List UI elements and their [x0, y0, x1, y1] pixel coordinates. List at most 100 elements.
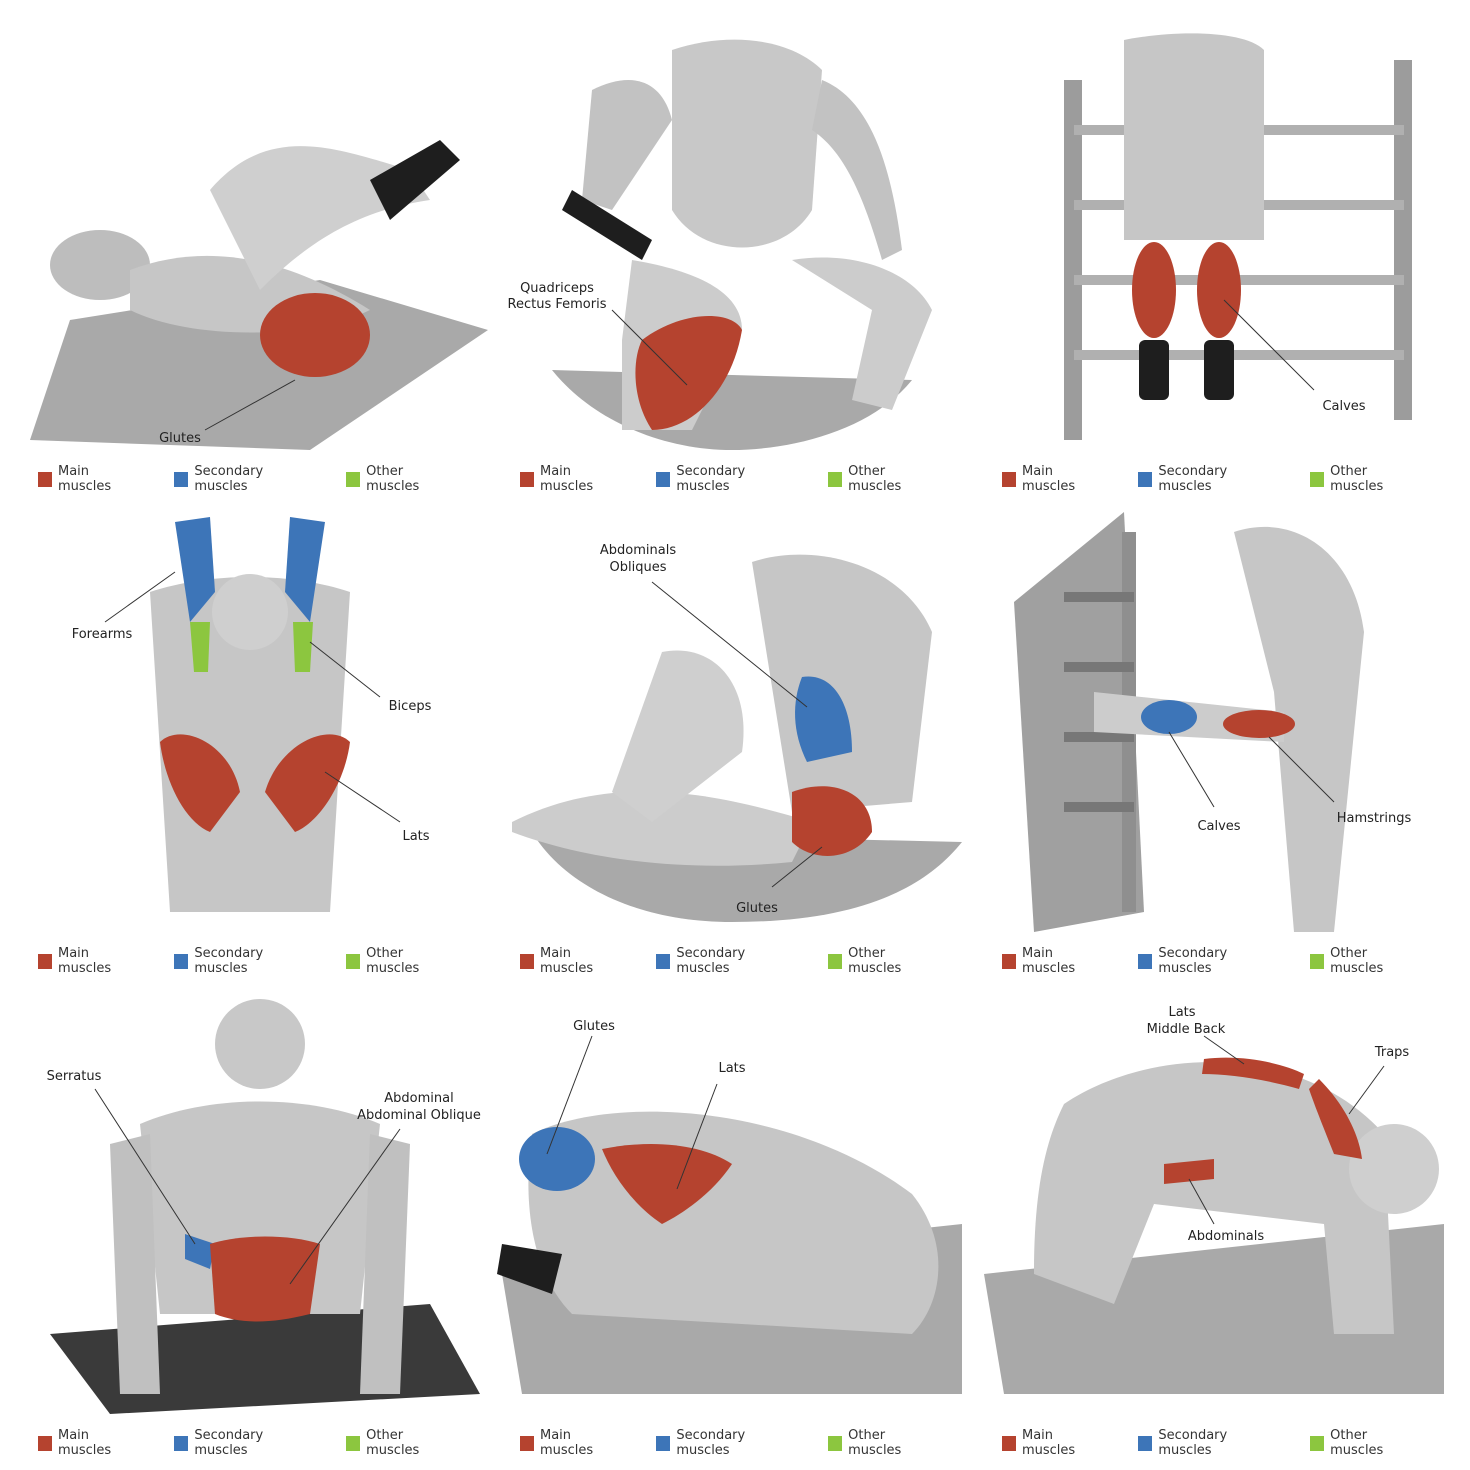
bent-leg-shape	[612, 650, 744, 822]
secondary-swatch	[174, 1435, 189, 1451]
legend-secondary: Secondary muscles	[1138, 1428, 1276, 1458]
lats-callout-line	[676, 1083, 718, 1190]
abdominal-muscle	[210, 1236, 320, 1322]
legend-other-label: Other muscles	[848, 464, 902, 494]
secondary-swatch	[174, 953, 189, 969]
calves-label: Calves	[1322, 399, 1365, 414]
right-calf-muscle	[1197, 242, 1241, 338]
legend-main-label: Main muscles	[57, 1428, 112, 1458]
legend-other: Other muscles	[828, 1428, 936, 1458]
right-shoe-shape	[1204, 340, 1234, 400]
legend-secondary: Secondary muscles	[1138, 464, 1276, 494]
legend-other-label: Other muscles	[848, 1428, 902, 1458]
legend: Main muscles Secondary muscles Other mus…	[1002, 464, 1452, 494]
head-shape	[215, 999, 305, 1089]
legend-secondary-label: Secondary muscles	[1158, 1428, 1228, 1458]
legend-main: Main muscles	[38, 464, 140, 494]
quadriceps-label: Quadriceps	[520, 281, 594, 296]
wall-bar-rung	[1074, 350, 1404, 360]
other-swatch	[1310, 953, 1325, 969]
legend-main-label: Main muscles	[539, 464, 594, 494]
panel-glutes-stretch: Glutes Main muscles Secondary muscles Ot…	[10, 10, 488, 494]
legend-other-label: Other muscles	[366, 946, 420, 976]
left-lats-muscle	[160, 734, 240, 832]
legend-secondary-label: Secondary muscles	[676, 464, 746, 494]
legend: Main muscles Secondary muscles Other mus…	[1002, 1428, 1452, 1458]
left-arm-shape	[110, 1134, 160, 1394]
legend: Main muscles Secondary muscles Other mus…	[520, 1428, 970, 1458]
hamstrings-muscle	[1223, 710, 1295, 738]
front-leg-shape	[792, 257, 932, 410]
calves-callout-line	[1223, 299, 1315, 391]
panel-calves-stretch: Calves Main muscles Secondary muscles Ot…	[974, 10, 1452, 494]
traps-callout-line	[1348, 1065, 1385, 1115]
legend-other-label: Other muscles	[1330, 464, 1384, 494]
extended-leg-shape	[512, 791, 812, 866]
main-swatch	[520, 471, 534, 487]
left-shoe-shape	[1139, 340, 1169, 400]
childs-pose-illustration: Glutes Lats	[497, 1019, 962, 1394]
legend-other: Other muscles	[346, 464, 454, 494]
glutes-label: Glutes	[159, 431, 201, 446]
secondary-swatch	[1138, 953, 1153, 969]
secondary-swatch	[174, 471, 189, 487]
legend-other: Other muscles	[828, 946, 936, 976]
hamstrings-stretch-illustration: Calves Hamstrings	[1014, 512, 1412, 932]
legend: Main muscles Secondary muscles Other mus…	[520, 464, 970, 494]
secondary-swatch	[656, 1435, 671, 1451]
legend-secondary: Secondary muscles	[656, 946, 794, 976]
left-calf-muscle	[1132, 242, 1176, 338]
legend-other: Other muscles	[346, 946, 454, 976]
serratus-callout-line	[94, 1088, 196, 1245]
cat-stretch-illustration: Lats Middle Back Traps Abdominals	[984, 1005, 1444, 1394]
other-swatch	[1310, 471, 1325, 487]
middle-back-label: Middle Back	[1147, 1022, 1226, 1037]
legend-other: Other muscles	[1310, 946, 1418, 976]
main-swatch	[38, 1435, 52, 1451]
obliques-muscle	[795, 676, 852, 762]
legend-other-label: Other muscles	[848, 946, 902, 976]
main-swatch	[520, 953, 534, 969]
other-swatch	[828, 471, 843, 487]
serratus-label: Serratus	[47, 1069, 102, 1084]
shoe-shape	[497, 1244, 562, 1294]
torso-shape	[752, 554, 932, 812]
main-swatch	[38, 953, 52, 969]
shoe-shape	[562, 190, 652, 260]
right-lats-muscle	[265, 734, 350, 832]
cobra-stretch-illustration: Serratus Abdominal Abdominal Oblique	[47, 999, 481, 1414]
left-biceps-muscle	[190, 622, 210, 672]
legend-secondary-label: Secondary muscles	[1158, 464, 1228, 494]
wall-bar-rung	[1064, 802, 1134, 812]
lats-label: Lats	[402, 829, 429, 844]
legend-secondary-label: Secondary muscles	[676, 946, 746, 976]
legend-main: Main muscles	[1002, 1428, 1104, 1458]
panel-cobra-stretch: Serratus Abdominal Abdominal Oblique Mai…	[10, 974, 488, 1458]
torso-shape	[672, 39, 822, 248]
legend-main: Main muscles	[520, 1428, 622, 1458]
abdominal-callout-line	[289, 1128, 401, 1285]
legs-shape	[1124, 33, 1264, 240]
calves-callout-line	[1168, 731, 1215, 808]
hamstrings-label: Hamstrings	[1337, 811, 1412, 826]
main-swatch	[38, 471, 52, 487]
shoe-shape	[370, 140, 460, 220]
glutes-callout-line	[546, 1035, 593, 1155]
legend: Main muscles Secondary muscles Other mus…	[1002, 946, 1452, 976]
wall-bar-rung	[1064, 592, 1134, 602]
legend-main-label: Main muscles	[539, 946, 594, 976]
legend: Main muscles Secondary muscles Other mus…	[38, 1428, 488, 1458]
glutes-label: Glutes	[573, 1019, 615, 1034]
panel-seated-twist-stretch: Abdominals Obliques Glutes Main muscles …	[492, 492, 970, 976]
standing-body-shape	[1234, 526, 1364, 932]
left-arm-shape	[582, 80, 672, 210]
legend-main-label: Main muscles	[539, 1428, 594, 1458]
obliques-label: Obliques	[610, 560, 667, 575]
legend-other-label: Other muscles	[1330, 946, 1384, 976]
legend-main: Main muscles	[1002, 946, 1104, 976]
legend-other-label: Other muscles	[366, 1428, 420, 1458]
right-arm-shape	[812, 80, 902, 260]
hamstrings-callout-line	[1268, 736, 1335, 803]
legend-main: Main muscles	[520, 464, 622, 494]
